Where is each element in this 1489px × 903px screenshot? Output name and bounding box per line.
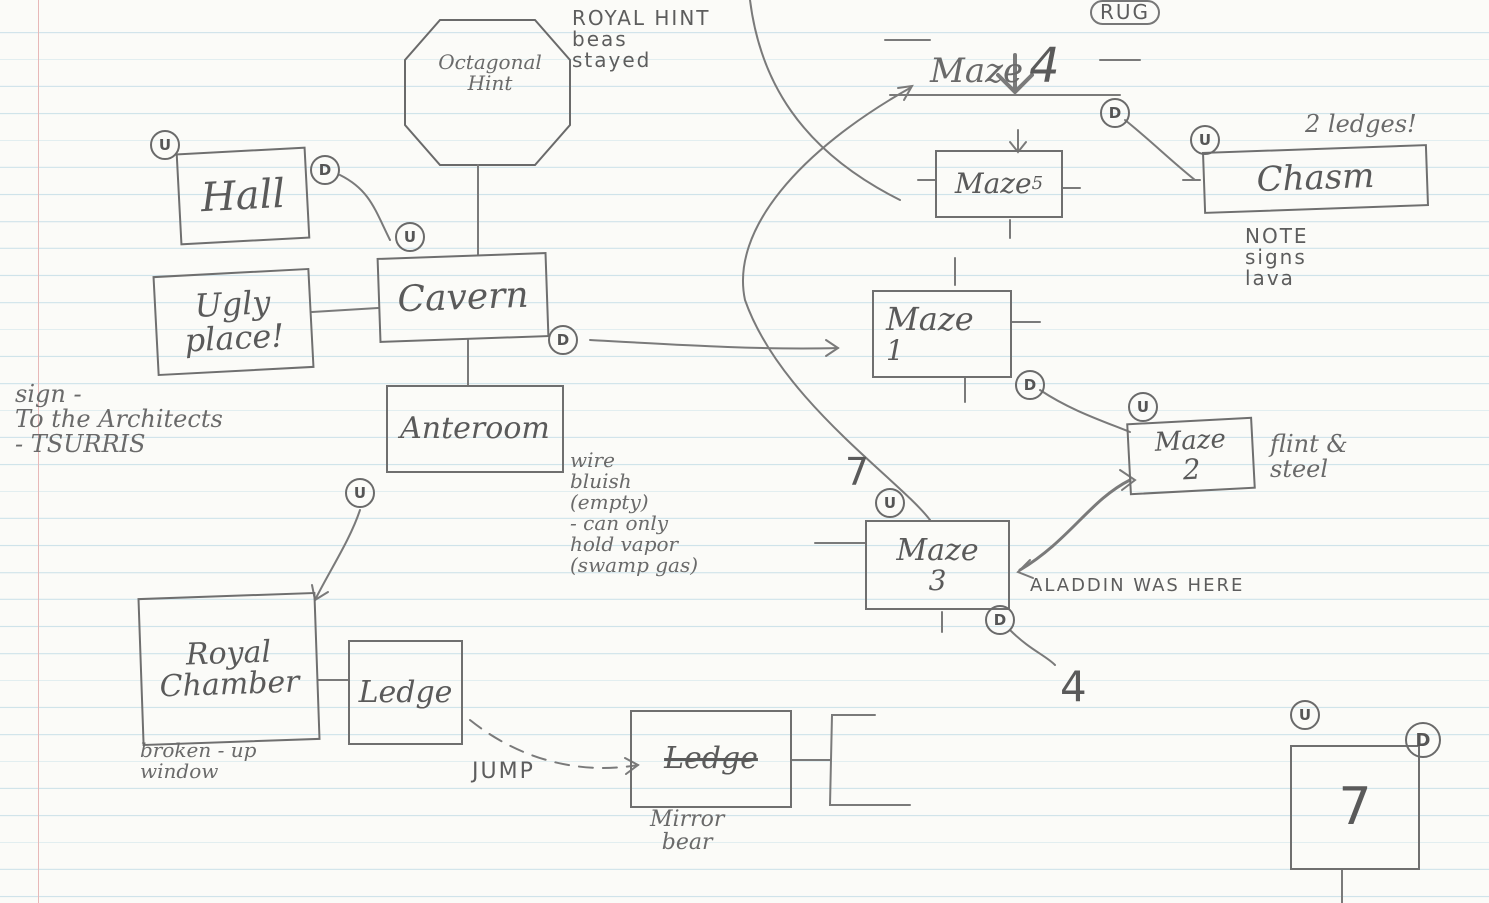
maze5-label: Maze (954, 167, 1032, 201)
room-hall: Hall (175, 146, 311, 246)
chasm-up-marker: U (1190, 125, 1220, 155)
arc-line (749, 0, 901, 201)
maze1-number: 1 (886, 334, 904, 368)
maze1-to-maze2-line (1039, 389, 1131, 433)
royal-hint-note: ROYAL HINT beas stayed (572, 6, 711, 72)
rug-note: RUG (1090, 0, 1161, 25)
room-royal-chamber: Royal Chamber (137, 591, 321, 747)
four-label: 4 (1060, 662, 1087, 711)
bracket-shape (828, 714, 911, 806)
maze4-down-marker: D (1100, 98, 1130, 128)
seven-up-marker: U (1290, 700, 1320, 730)
maze3-label: Maze (896, 532, 979, 568)
mirror-bear-note: Mirror bear (650, 807, 725, 856)
maze4-to-chasm-line (1124, 119, 1196, 181)
maze3-to-maze4-arrow (742, 87, 931, 521)
maze4-arrow-down (996, 53, 1034, 95)
seven-down-marker: D (1405, 722, 1441, 758)
octagon-shape (404, 19, 571, 166)
room-ledge: Ledge (348, 640, 463, 745)
margin-line (38, 0, 39, 903)
jump-dashed-arrow (469, 719, 639, 769)
chasm-note: NOTE signs lava (1245, 224, 1309, 290)
room-ledge-lower: Ledge (630, 710, 792, 808)
maze3-number: 3 (928, 564, 947, 598)
anteroom-to-royal-arrow (314, 509, 361, 601)
maze5-number: 5 (1031, 172, 1044, 194)
seven-label: 7 (845, 450, 870, 494)
broken-window-note: broken - up window (140, 738, 257, 783)
room-octagonal-hint: Octagonal Hint (438, 50, 542, 95)
maze1-label: Maze (886, 299, 974, 338)
flint-steel-note: flint & steel (1270, 430, 1348, 484)
room-seven: 7 (1290, 745, 1420, 870)
hall-down-marker: D (310, 155, 340, 185)
anteroom-up-marker: U (345, 478, 375, 508)
room-cavern: Cavern (376, 252, 550, 343)
maze4-number: 4 (1029, 37, 1060, 94)
two-ledges-note: 2 ledges! (1305, 110, 1417, 138)
room-chasm: Chasm (1201, 144, 1430, 214)
maze3-up-marker: U (875, 488, 905, 518)
aladdin-note: ALADDIN WAS HERE (1030, 575, 1245, 596)
ugly-cavern-line (311, 307, 379, 313)
cavern-down-marker: D (548, 325, 578, 355)
maze4-label: Maze (930, 50, 1024, 91)
maze2-up-marker: U (1128, 392, 1158, 422)
maze2-maze3-arrows (1018, 478, 1132, 572)
wire-note: wire bluish (empty) - can only hold vapo… (570, 448, 699, 577)
maze3-to-4-line (1009, 629, 1056, 666)
maze2-number: 2 (1181, 452, 1202, 487)
maze1-down-marker: D (1015, 370, 1045, 400)
jump-label: JUMP (472, 759, 535, 784)
sign-note: sign - To the Architects - TSURRIS (15, 380, 223, 459)
room-ugly-place: Ugly place! (152, 267, 315, 377)
hall-to-cavern-line (339, 174, 391, 241)
cavern-up-marker: U (395, 222, 425, 252)
cavern-to-maze1-arrow (589, 339, 839, 350)
room-anteroom: Anteroom (386, 385, 564, 473)
maze3-down-marker: D (985, 605, 1015, 635)
hall-up-marker: U (150, 130, 180, 160)
